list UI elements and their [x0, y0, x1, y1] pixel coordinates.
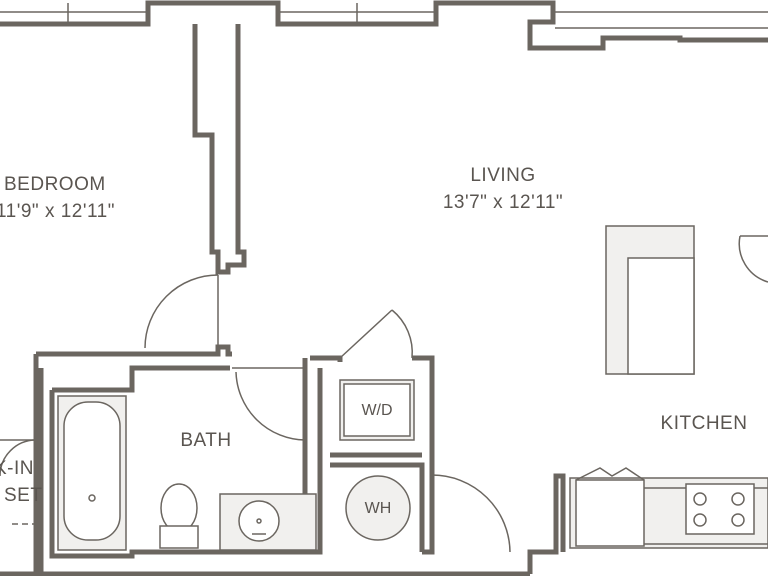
bath-door [232, 367, 306, 441]
washer-dryer [339, 379, 415, 441]
wh-label: WH [365, 500, 392, 517]
bathtub [57, 395, 127, 551]
range [685, 483, 755, 535]
living-size: 13'7" x 12'11" [443, 192, 563, 213]
bedroom-size: 11'9" x 12'11" [0, 201, 115, 222]
closet-label-line1: K-IN [0, 458, 34, 479]
kitchen-walls [527, 473, 566, 574]
kitchen-island [605, 225, 695, 375]
partition-wall [192, 24, 247, 275]
bedroom-label: BEDROOM [4, 174, 106, 195]
right-door [738, 235, 768, 283]
bath-label: BATH [180, 430, 231, 451]
water-heater [345, 475, 411, 541]
wd-label: W/D [361, 402, 392, 419]
closet-label-line2: SET [4, 485, 42, 506]
vanity [219, 493, 317, 551]
wd-door [339, 309, 414, 359]
living-label: LIVING [470, 165, 535, 186]
exterior-walls [0, 0, 768, 51]
entry-door [431, 474, 511, 553]
bedroom-door [144, 274, 219, 349]
toilet [159, 483, 199, 549]
closet-door [0, 439, 37, 525]
kitchen-label: KITCHEN [661, 413, 748, 434]
